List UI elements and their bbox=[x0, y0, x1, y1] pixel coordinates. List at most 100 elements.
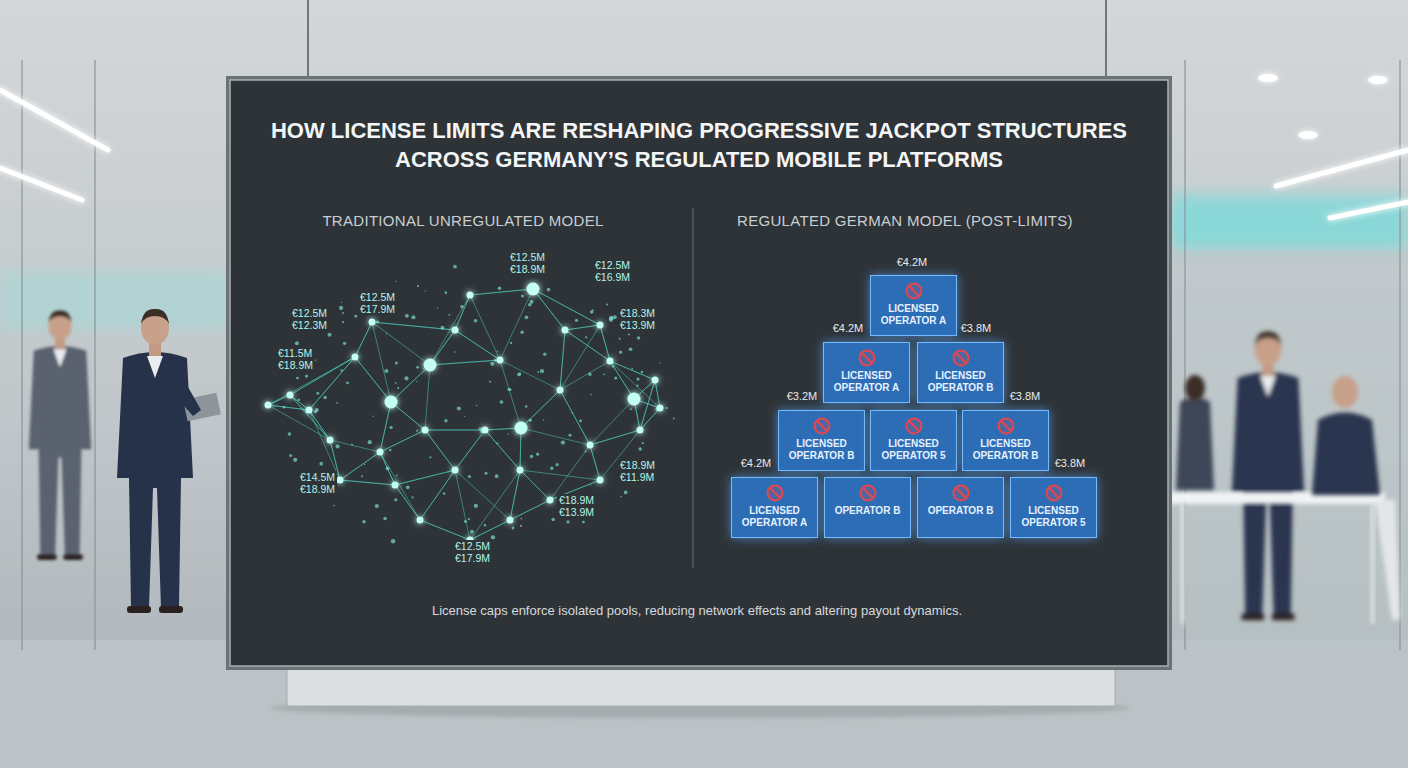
label-anchor: €18.9M bbox=[618, 459, 657, 471]
label-anchor: €12.3M bbox=[290, 319, 329, 331]
network-node bbox=[657, 405, 664, 412]
network-dot bbox=[619, 351, 622, 354]
operator-name: LICENSED OPERATOR A bbox=[875, 303, 952, 326]
glass-frame bbox=[94, 60, 96, 650]
prohibition-ring bbox=[906, 284, 921, 299]
network-node bbox=[265, 402, 272, 409]
label-anchor: €4.2M bbox=[739, 457, 774, 469]
person-body bbox=[29, 346, 91, 556]
network-link bbox=[455, 430, 485, 470]
network-dot bbox=[453, 265, 457, 269]
network-dot bbox=[561, 440, 565, 444]
network-dot bbox=[490, 362, 494, 366]
network-node bbox=[637, 427, 644, 434]
network-node bbox=[482, 427, 489, 434]
network-link bbox=[533, 289, 600, 325]
label-anchor: €17.9M bbox=[358, 303, 397, 315]
network-link bbox=[455, 295, 470, 330]
network-dot bbox=[529, 419, 532, 422]
operator-name: LICENSED OPERATOR 5 bbox=[1015, 505, 1092, 528]
network-link bbox=[565, 330, 610, 361]
teal-glow bbox=[1170, 195, 1408, 250]
network-dot bbox=[404, 376, 408, 380]
prohibition-icon bbox=[951, 483, 971, 503]
network-link bbox=[455, 470, 510, 520]
network-node bbox=[385, 396, 398, 409]
network-dot bbox=[673, 418, 675, 420]
operator-box: OPERATOR B bbox=[824, 477, 911, 538]
network-link bbox=[455, 330, 500, 360]
network-dot bbox=[386, 333, 387, 334]
label-anchor: €3.8M bbox=[1053, 457, 1088, 469]
label-anchor: €11.5M bbox=[276, 347, 314, 359]
network-dot bbox=[391, 539, 395, 543]
person-shoe bbox=[1272, 614, 1295, 621]
label-anchor: €17.9M bbox=[453, 552, 492, 564]
person-hair bbox=[141, 309, 169, 324]
network-node bbox=[337, 477, 344, 484]
prohibition-icon bbox=[812, 416, 832, 436]
network-dot bbox=[536, 453, 539, 456]
network-dot bbox=[454, 351, 456, 353]
network-node bbox=[517, 467, 524, 474]
network-dot bbox=[550, 466, 553, 469]
operator-box: LICENSED OPERATOR B bbox=[962, 410, 1049, 471]
network-dot bbox=[319, 462, 323, 466]
network-link bbox=[330, 440, 380, 452]
network-link bbox=[372, 322, 391, 402]
network-link bbox=[340, 452, 380, 480]
prohibition-ring bbox=[860, 486, 875, 501]
person-shoe bbox=[127, 606, 151, 613]
operator-name: OPERATOR B bbox=[922, 505, 999, 517]
prohibition-icon bbox=[857, 348, 877, 368]
network-graph bbox=[265, 265, 675, 547]
network-dot bbox=[638, 447, 641, 450]
network-link bbox=[521, 428, 590, 445]
network-link bbox=[395, 485, 420, 520]
pool-value: €17.9M bbox=[358, 303, 397, 315]
label-anchor: TRADITIONAL UNREGULATED MODEL bbox=[322, 212, 603, 229]
display-panel bbox=[230, 80, 1168, 666]
prohibition-ring bbox=[953, 486, 968, 501]
network-dot bbox=[495, 474, 499, 478]
network-dot bbox=[346, 382, 349, 385]
network-dot bbox=[333, 505, 335, 507]
jackpot-value: €3.2M bbox=[785, 390, 820, 402]
network-dot bbox=[590, 310, 594, 314]
network-link bbox=[430, 360, 500, 365]
network-dot bbox=[341, 302, 342, 303]
jackpot-value: €3.8M bbox=[959, 322, 994, 334]
network-link bbox=[500, 360, 521, 428]
network-dot bbox=[416, 430, 418, 432]
operator-name: LICENSED OPERATOR B bbox=[967, 438, 1044, 461]
label-anchor: €3.2M bbox=[785, 390, 820, 402]
section-heading: REGULATED GERMAN MODEL (POST-LIMITS) bbox=[737, 212, 1073, 229]
operator-box: LICENSED OPERATOR 5 bbox=[1010, 477, 1097, 538]
ceiling-spot bbox=[1298, 131, 1318, 139]
network-dot bbox=[520, 331, 523, 334]
network-link bbox=[309, 410, 340, 480]
network-dot bbox=[588, 372, 591, 375]
prohibition-ring bbox=[998, 419, 1013, 434]
network-dot bbox=[540, 369, 544, 373]
network-dot bbox=[411, 496, 413, 498]
network-link bbox=[425, 430, 455, 470]
network-dot bbox=[474, 319, 478, 323]
network-dot bbox=[293, 458, 297, 462]
network-dot bbox=[517, 372, 521, 376]
prohibition-slash bbox=[909, 421, 919, 431]
prohibition-icon bbox=[1044, 483, 1064, 503]
chair bbox=[1375, 500, 1400, 620]
pool-value: €11.9M bbox=[618, 471, 656, 483]
network-link bbox=[309, 410, 330, 440]
ceiling-light bbox=[0, 168, 82, 200]
pool-value: €17.9M bbox=[453, 552, 492, 564]
network-link bbox=[470, 289, 533, 295]
network-dot bbox=[525, 315, 529, 319]
network-dot bbox=[416, 381, 417, 382]
seated-person bbox=[1312, 413, 1380, 496]
prohibition-slash bbox=[1001, 421, 1011, 431]
label-anchor: €14.5M bbox=[298, 471, 337, 483]
network-dot bbox=[470, 530, 474, 534]
